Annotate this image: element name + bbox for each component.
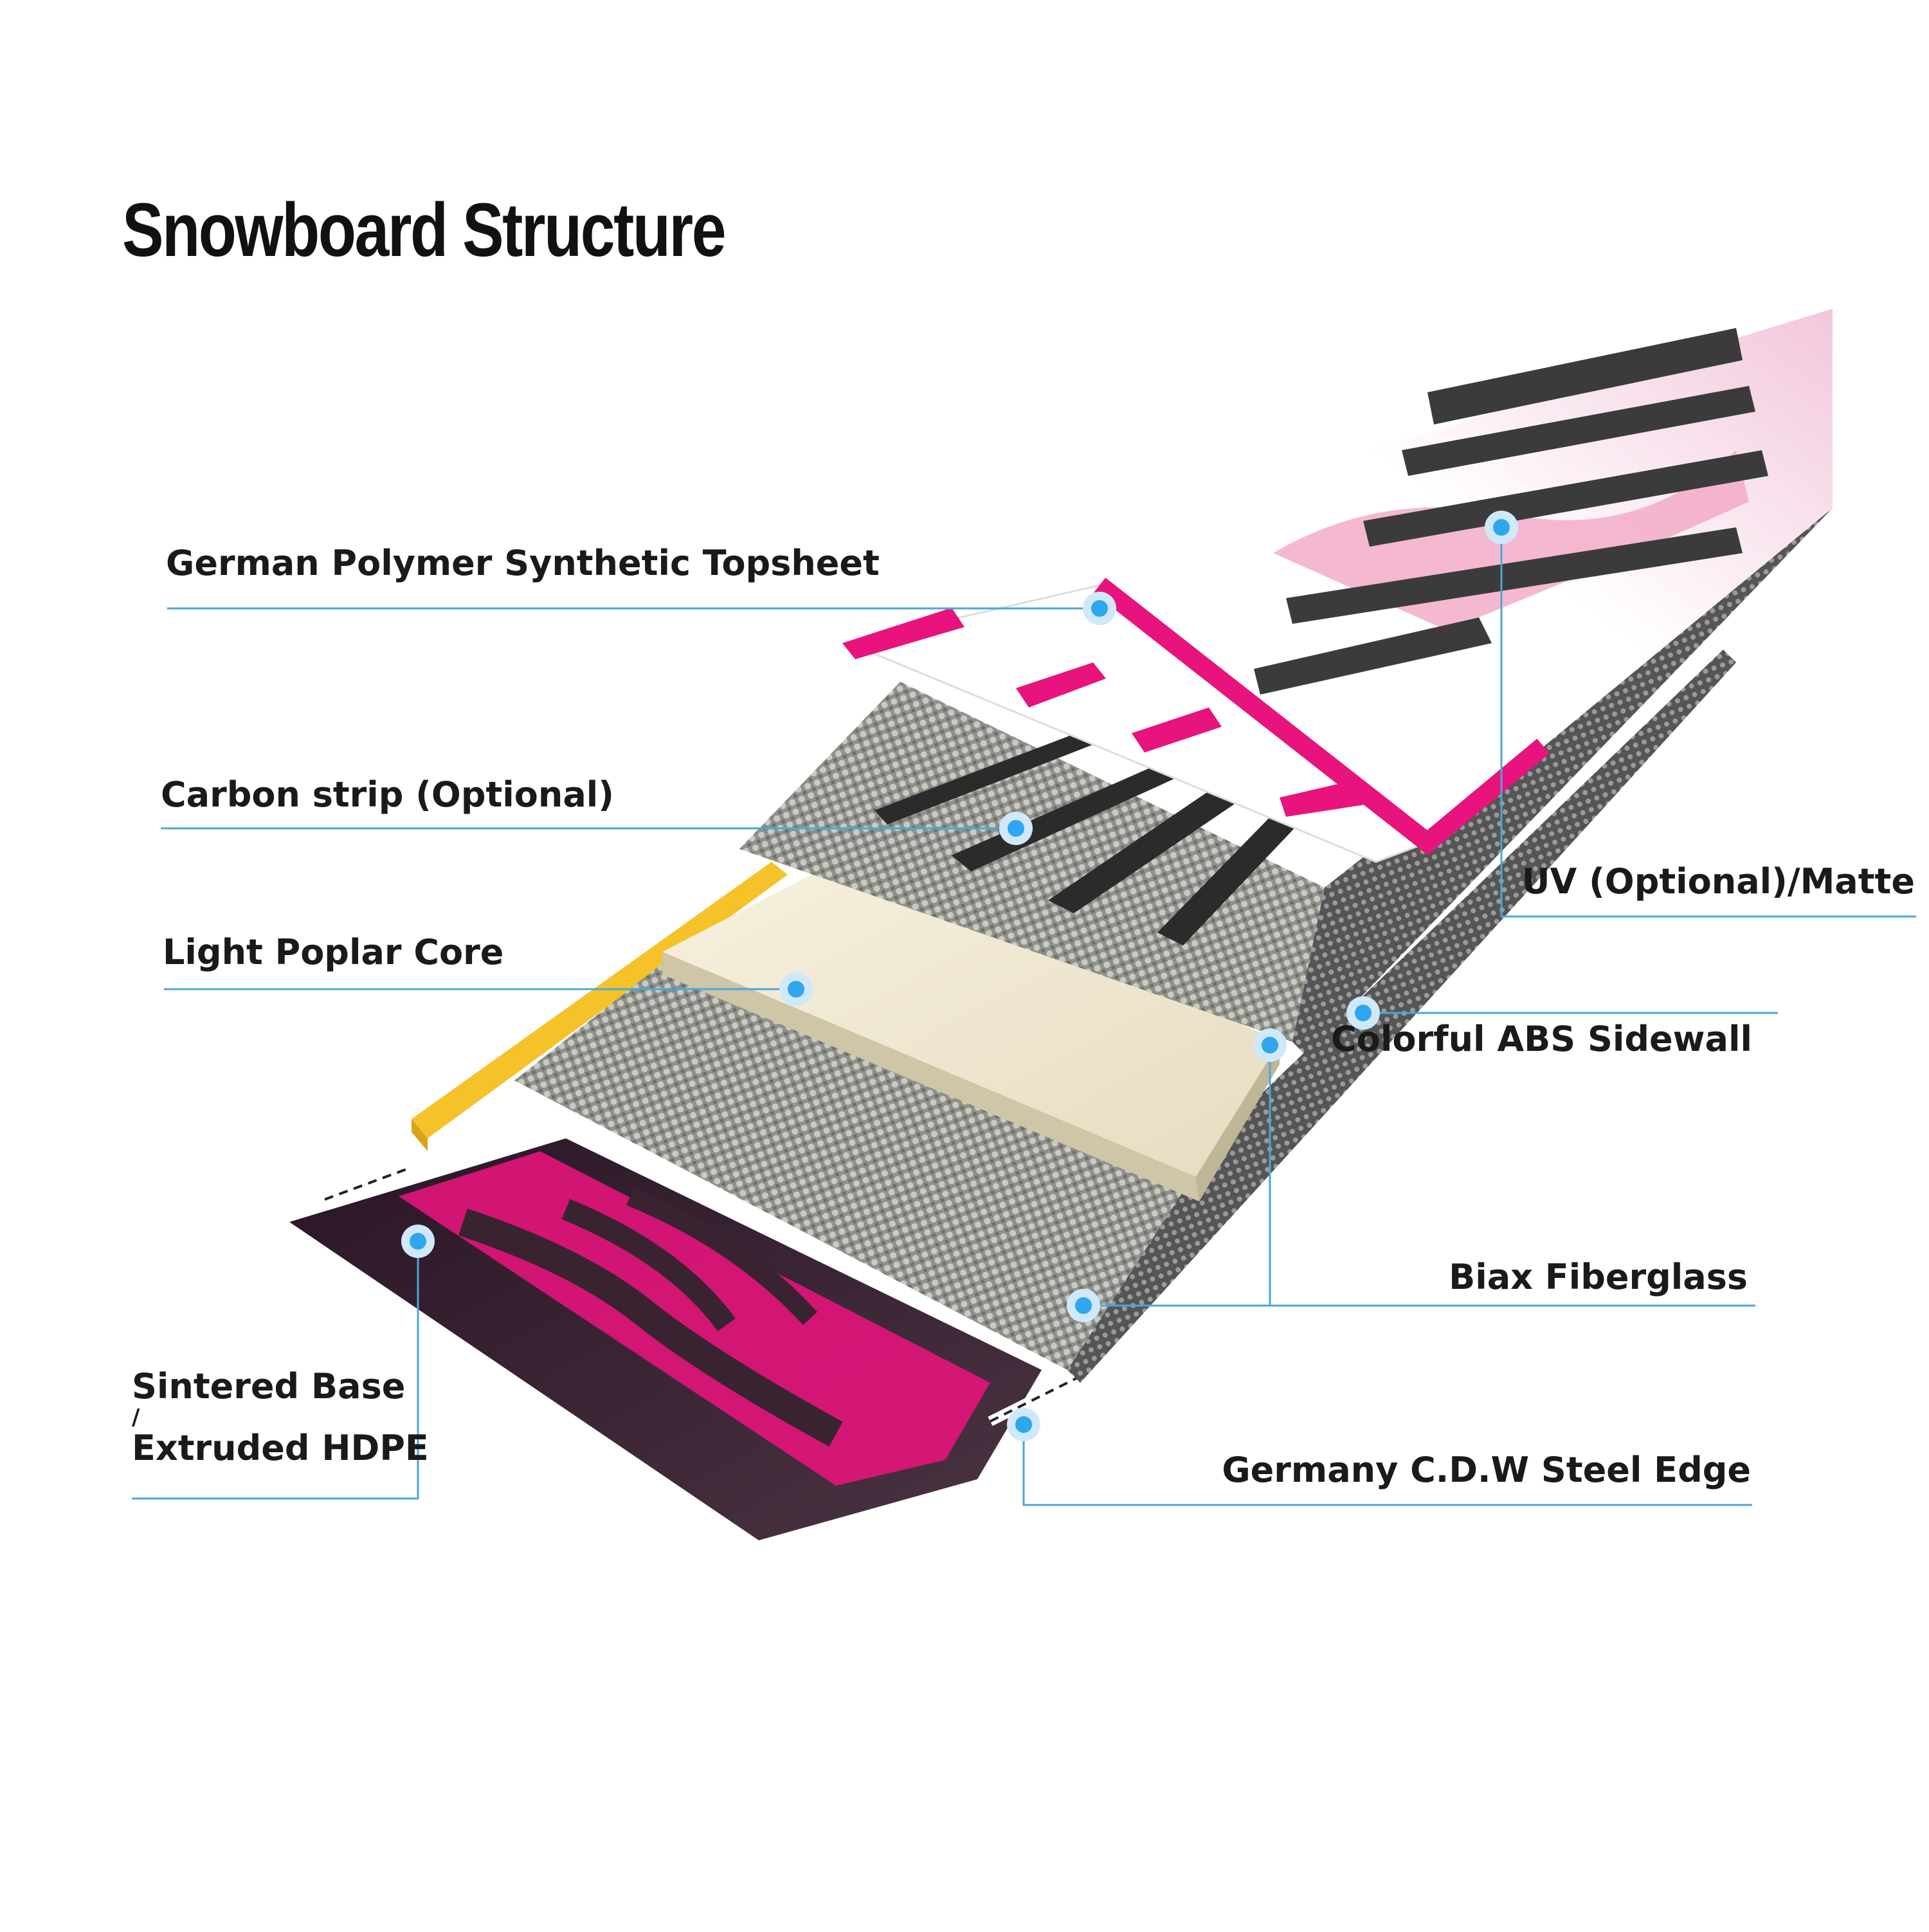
dot-fiberglass-2	[1067, 1289, 1100, 1322]
label-core: Light Poplar Core	[163, 932, 504, 972]
label-topsheet: German Polymer Synthetic Topsheet	[166, 543, 880, 583]
label-fiberglass: Biax Fiberglass	[1449, 1257, 1748, 1297]
callout-dots	[401, 511, 1518, 1441]
dot-fiberglass	[1253, 1028, 1287, 1062]
label-base-sep: /	[132, 1405, 140, 1431]
dot-edge	[1007, 1408, 1040, 1441]
dot-base	[401, 1225, 435, 1258]
topsheet-graphic	[1254, 328, 1768, 695]
label-sidewall: Colorful ABS Sidewall	[1331, 1019, 1752, 1059]
leader-edge	[1022, 1425, 1752, 1506]
label-base-line2: Extruded HDPE	[132, 1428, 429, 1469]
label-base-line1: Sintered Base	[132, 1366, 406, 1407]
dot-topsheet	[1083, 592, 1116, 625]
dot-core	[779, 972, 813, 1006]
base-layer	[289, 1138, 1042, 1540]
page-title: Snowboard Structure	[122, 188, 727, 273]
dot-uv	[1485, 511, 1518, 544]
dot-carbon	[999, 812, 1033, 845]
label-carbon-strip: Carbon strip (Optional)	[161, 774, 614, 815]
label-edge: Germany C.D.W Steel Edge	[1222, 1450, 1751, 1490]
label-uv: UV (Optional)/Matte	[1521, 861, 1915, 902]
label-base: Sintered Base / Extruded HDPE	[132, 1366, 429, 1469]
lower-fiberglass-layer	[514, 650, 1736, 1383]
poplar-core	[662, 849, 1280, 1201]
upper-fiberglass-layer	[739, 489, 1833, 1055]
dot-sidewall	[1346, 996, 1380, 1030]
steel-edge	[323, 1162, 1083, 1426]
leader-base	[132, 1241, 419, 1500]
leader-uv	[1500, 527, 1916, 918]
